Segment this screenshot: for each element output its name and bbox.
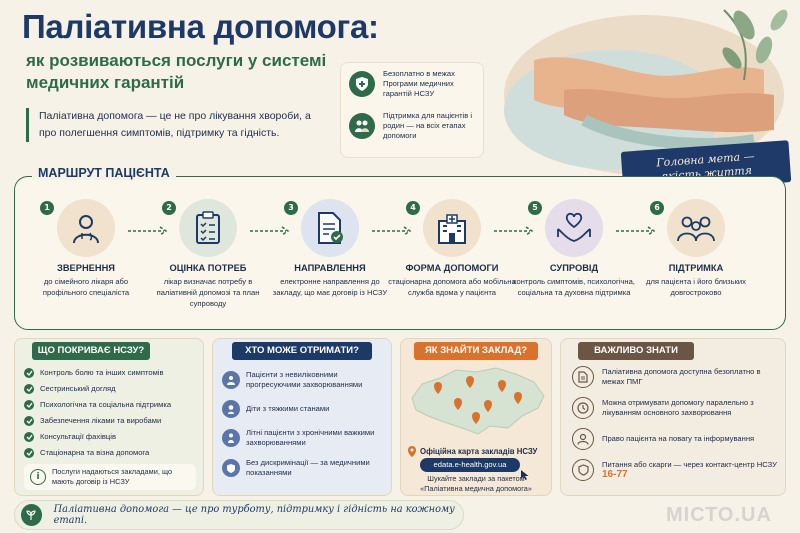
person-icon <box>572 428 594 450</box>
list-item: Сестринський догляд <box>24 384 200 394</box>
doctor-icon <box>57 199 115 257</box>
route-step-2: 2 ОЦІНКА ПОТРЕБ лікар визначає потребу в… <box>144 199 272 309</box>
highlight-text: Безоплатно в межах Програми медичних гар… <box>383 69 455 98</box>
leaf-icon <box>21 504 42 526</box>
list-item: Контроль болю та інших симптомів <box>24 368 200 378</box>
list-item: Без дискримінації — за медичними показан… <box>222 458 388 478</box>
step-number: 1 <box>40 201 54 215</box>
important-panel <box>560 338 786 496</box>
check-icon <box>24 432 34 442</box>
highlight-item: Безоплатно в межах Програми медичних гар… <box>341 63 483 105</box>
page-title: Паліативна допомога: <box>22 8 379 45</box>
route-step-6: 6 ПІДТРИМКА для пацієнта і його близьких… <box>632 199 760 298</box>
step-desc: електронне направлення до закладу, що ма… <box>272 277 388 297</box>
step-desc: до сімейного лікаря або профільного спец… <box>42 277 130 297</box>
lead-text: Паліативна допомога — це не про лікуванн… <box>26 108 326 142</box>
step-name: ЗВЕРНЕННЯ <box>57 263 115 273</box>
step-name: ФОРМА ДОПОМОГИ <box>405 263 499 273</box>
arrow-icon <box>128 226 168 236</box>
route-step-5: 5 СУПРОВІД контроль симптомів, психологі… <box>510 199 638 298</box>
people-icon <box>667 199 725 257</box>
route-step-3: 3 НАПРАВЛЕННЯ електронне направлення до … <box>266 199 394 298</box>
shield-icon <box>572 459 594 481</box>
step-number: 3 <box>284 201 298 215</box>
hotline-number: 16-77 <box>602 469 628 480</box>
important-title: ВАЖЛИВО ЗНАТИ <box>578 342 694 360</box>
covers-title: ЩО ПОКРИВАЄ НСЗУ? <box>32 342 150 360</box>
list-item: Забезпечення ліками та виробами <box>24 416 200 426</box>
step-number: 4 <box>406 201 420 215</box>
family-heart-icon <box>349 113 375 139</box>
search-hint: Шукайте заклади за пакетом «Паліативна м… <box>420 474 532 493</box>
step-name: ПІДТРИМКА <box>668 263 724 273</box>
list-item: Питання або скарги — через контакт-центр… <box>572 459 780 481</box>
covers-list: Контроль болю та інших симптомів Сестрин… <box>24 368 200 458</box>
step-name: ОЦІНКА ПОТРЕБ <box>169 263 247 273</box>
map-label-row: Офіційна карта закладів НСЗУ <box>408 442 548 461</box>
elderly-icon <box>222 429 240 447</box>
list-item: Можна отримувати допомогу паралельно з л… <box>572 397 780 419</box>
list-item: Паліативна допомога доступна безоплатно … <box>572 366 780 388</box>
covers-note: i Послуги надаються закладами, що мають … <box>24 464 196 490</box>
arrow-icon <box>494 226 534 236</box>
route-step-1: 1 ЗВЕРНЕННЯ до сімейного лікаря або проф… <box>22 199 150 298</box>
list-item: Літні пацієнти з хронічними важкими захв… <box>222 428 388 448</box>
footer-text: Паліативна допомога — це про турботу, пі… <box>53 504 455 526</box>
shield-plus-icon <box>349 71 375 97</box>
highlights-card: Безоплатно в межах Програми медичних гар… <box>340 62 484 158</box>
step-desc: контроль симптомів, психологічна, соціал… <box>513 277 635 297</box>
clipboard-icon <box>179 199 237 257</box>
step-name: СУПРОВІД <box>549 263 599 273</box>
list-item: Діти з тяжкими станами <box>222 400 388 418</box>
step-name: НАПРАВЛЕННЯ <box>294 263 366 273</box>
watermark: МІСТО.UA <box>666 504 772 526</box>
step-number: 5 <box>528 201 542 215</box>
route-step-4: 4 ФОРМА ДОПОМОГИ стаціонарна допомога аб… <box>388 199 516 298</box>
highlight-item: Підтримка для пацієнтів і родин — на всі… <box>341 105 483 147</box>
step-number: 2 <box>162 201 176 215</box>
cursor-icon <box>520 466 530 485</box>
route-title: МАРШРУТ ПАЦІЄНТА <box>32 166 176 180</box>
document-icon <box>572 366 594 388</box>
check-icon <box>24 400 34 410</box>
info-icon: i <box>30 469 46 485</box>
who-list: Пацієнти з невиліковними прогресуючими з… <box>222 370 388 478</box>
page-subtitle: як розвиваються послуги у системі медичн… <box>26 51 327 92</box>
map-label: Офіційна карта закладів НСЗУ <box>420 447 538 456</box>
arrow-icon <box>372 226 412 236</box>
hands-heart-icon <box>545 199 603 257</box>
arrow-icon <box>250 226 290 236</box>
who-panel <box>212 338 392 496</box>
footer-banner: Паліативна допомога — це про турботу, пі… <box>14 500 464 530</box>
check-icon <box>24 448 34 458</box>
find-title: ЯК ЗНАЙТИ ЗАКЛАД? <box>414 342 538 360</box>
check-icon <box>24 416 34 426</box>
hands-illustration <box>494 0 800 190</box>
highlight-text: Підтримка для пацієнтів і родин — на всі… <box>383 111 473 140</box>
important-list: Паліативна допомога доступна безоплатно … <box>572 366 780 481</box>
step-number: 6 <box>650 201 664 215</box>
step-desc: лікар визначає потребу в паліативній доп… <box>156 277 260 308</box>
list-item: Пацієнти з невиліковними прогресуючими з… <box>222 370 388 390</box>
list-item: Консультації фахівців <box>24 432 200 442</box>
check-icon <box>24 384 34 394</box>
list-item: Стаціонарна та візна допомога <box>24 448 200 458</box>
who-title: ХТО МОЖЕ ОТРИМАТИ? <box>232 342 372 360</box>
site-link[interactable]: edata.e-health.gov.ua <box>420 458 520 472</box>
document-check-icon <box>301 199 359 257</box>
shield-plus-icon <box>222 459 240 477</box>
map-pin-icon <box>408 442 416 461</box>
person-icon <box>222 371 240 389</box>
arrow-icon <box>616 226 656 236</box>
ukraine-map <box>404 362 550 442</box>
clock-icon <box>572 397 594 419</box>
list-item: Право пацієнта на повагу та інформування <box>572 428 780 450</box>
hospital-icon <box>423 199 481 257</box>
step-desc: для пацієнта і його близьких довгостроко… <box>646 277 746 297</box>
check-icon <box>24 368 34 378</box>
list-item: Психологічна та соціальна підтримка <box>24 400 200 410</box>
step-desc: стаціонарна допомога або мобільна служба… <box>388 277 516 297</box>
child-icon <box>222 400 240 418</box>
